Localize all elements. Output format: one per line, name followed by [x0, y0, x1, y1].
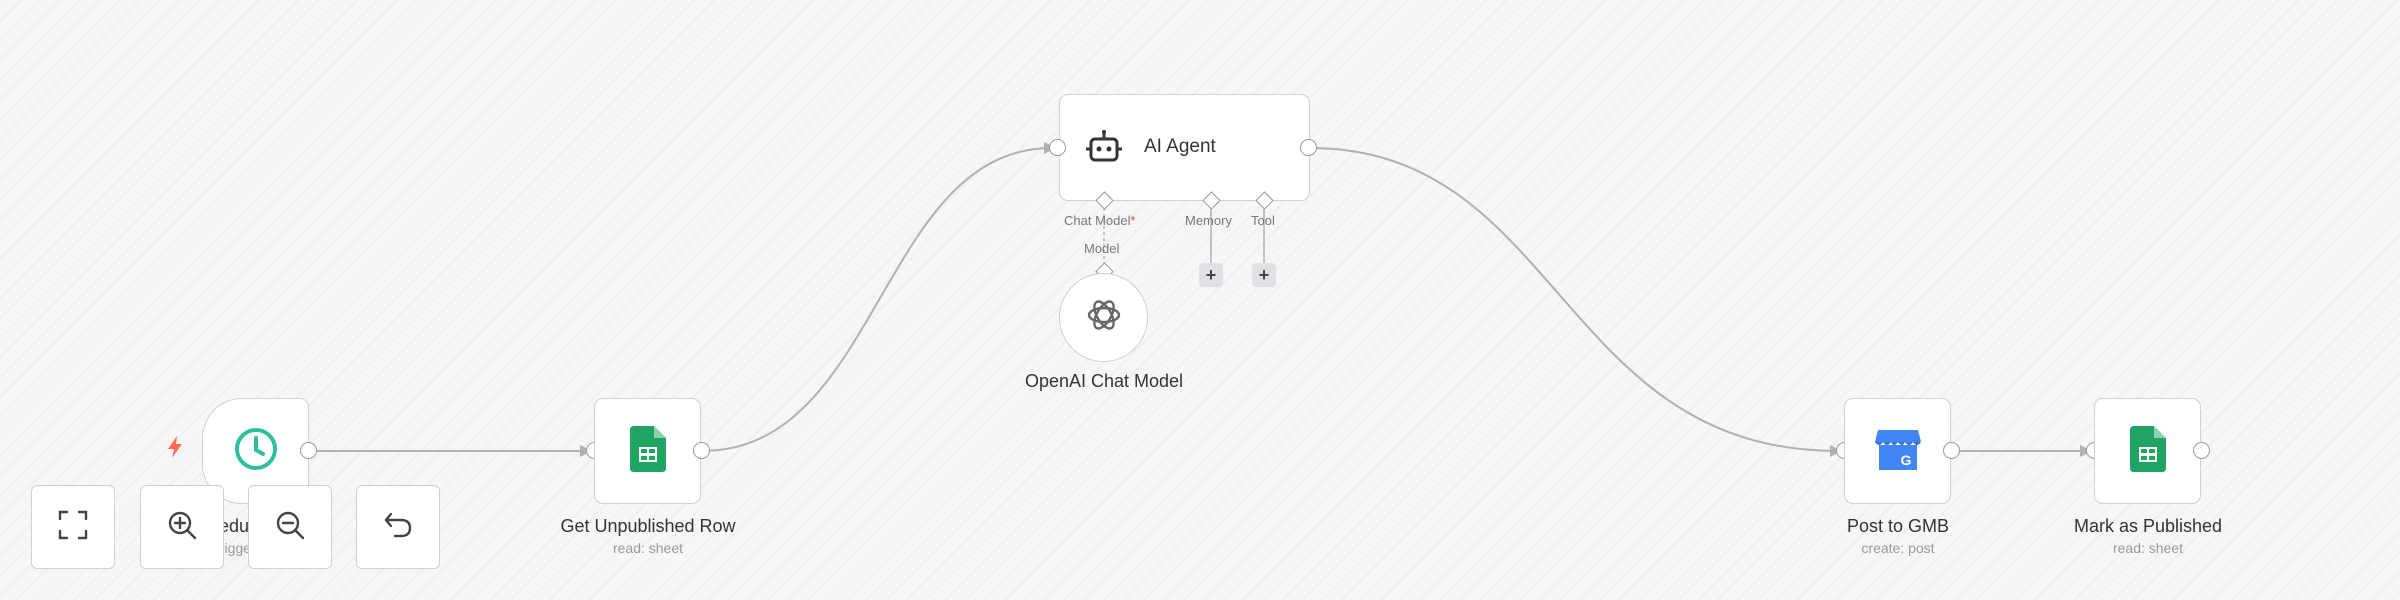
mark-node-label: Mark as Published [2073, 516, 2223, 536]
trigger-bolt-icon [166, 436, 184, 463]
google-my-business-icon: G [1874, 428, 1921, 475]
ai-agent-title: AI Agent [1144, 136, 1216, 157]
zoom-out-button[interactable] [248, 485, 332, 569]
undo-button[interactable] [356, 485, 440, 569]
openai-chat-model-node[interactable] [1059, 273, 1148, 362]
agent-input-handle[interactable] [1049, 139, 1066, 156]
openai-node-label: OpenAI Chat Model [1024, 371, 1184, 391]
fit-view-button[interactable] [31, 485, 115, 569]
add-memory-button[interactable]: + [1199, 263, 1223, 287]
add-tool-button[interactable]: + [1252, 263, 1276, 287]
google-sheets-icon [629, 425, 666, 477]
clock-icon [232, 425, 280, 478]
post-to-gmb-node[interactable]: G [1844, 398, 1951, 504]
zoom-in-button[interactable] [140, 485, 224, 569]
schedule-output-handle[interactable] [300, 442, 317, 459]
openai-icon [1084, 295, 1124, 340]
fullscreen-icon [58, 510, 88, 545]
zoom-in-icon [166, 509, 198, 546]
google-sheets-icon [2129, 425, 2166, 477]
tool-port-label: Tool [1251, 213, 1275, 228]
gmb-output-handle[interactable] [1943, 442, 1960, 459]
model-port-label: Model [1084, 241, 1120, 256]
edge-agent-to-gmb [1309, 147, 1839, 452]
edge-get-row-to-agent [701, 147, 1053, 452]
robot-icon [1084, 128, 1124, 173]
memory-port-label: Memory [1185, 213, 1232, 228]
svg-text:G: G [1900, 452, 1911, 468]
mark-node-subtitle: read: sheet [2112, 540, 2184, 556]
gmb-node-subtitle: create: post [1861, 540, 1935, 556]
mark-as-published-node[interactable] [2094, 398, 2201, 504]
get-row-node-subtitle: read: sheet [612, 540, 684, 556]
zoom-out-icon [274, 509, 306, 546]
get-unpublished-row-node[interactable] [594, 398, 701, 504]
get-row-node-label: Get Unpublished Row [560, 516, 736, 536]
undo-icon [383, 510, 413, 545]
get-row-output-handle[interactable] [693, 442, 710, 459]
gmb-node-label: Post to GMB [1846, 516, 1950, 536]
agent-output-handle[interactable] [1300, 139, 1317, 156]
chat-model-port-label: Chat Model* [1064, 213, 1136, 228]
mark-output-handle[interactable] [2193, 442, 2210, 459]
